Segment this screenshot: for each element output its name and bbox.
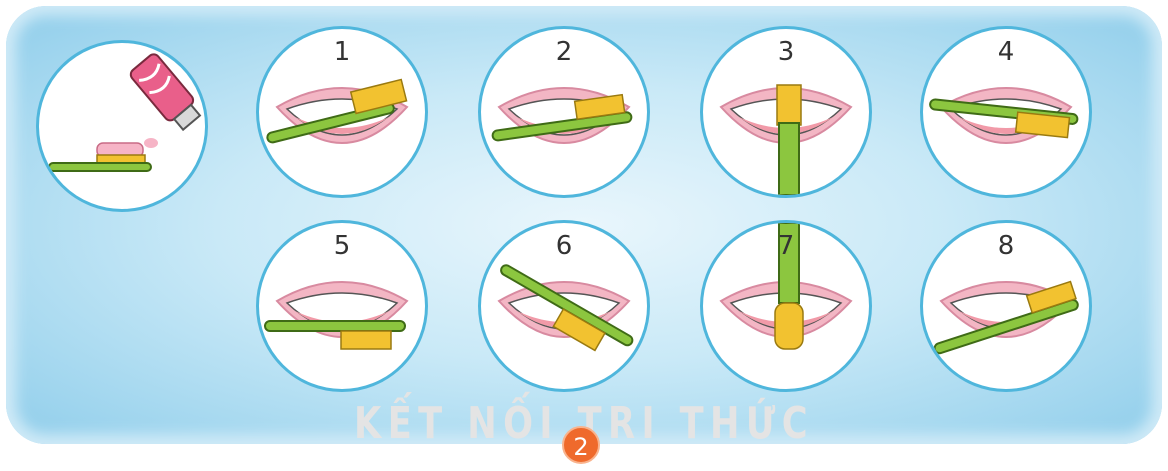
step-circle-8: 8: [920, 220, 1092, 392]
step-number: 1: [259, 37, 425, 67]
step-circle-6: 6: [478, 220, 650, 392]
step-circle-1: 1: [256, 26, 428, 198]
step-number: 2: [481, 37, 647, 67]
step-circle-3: 3: [700, 26, 872, 198]
step-number: 7: [703, 231, 869, 261]
step-number: 6: [481, 231, 647, 261]
step-number: 8: [923, 231, 1089, 261]
step-circle-5: 5: [256, 220, 428, 392]
step-number: 3: [703, 37, 869, 67]
page-number-badge: 2: [562, 426, 600, 464]
step-circle-2: 2: [478, 26, 650, 198]
toothpaste-circle: [36, 40, 208, 212]
step-circle-7: 7: [700, 220, 872, 392]
step-number: 5: [259, 231, 425, 261]
step-number: 4: [923, 37, 1089, 67]
step-circle-4: 4: [920, 26, 1092, 198]
